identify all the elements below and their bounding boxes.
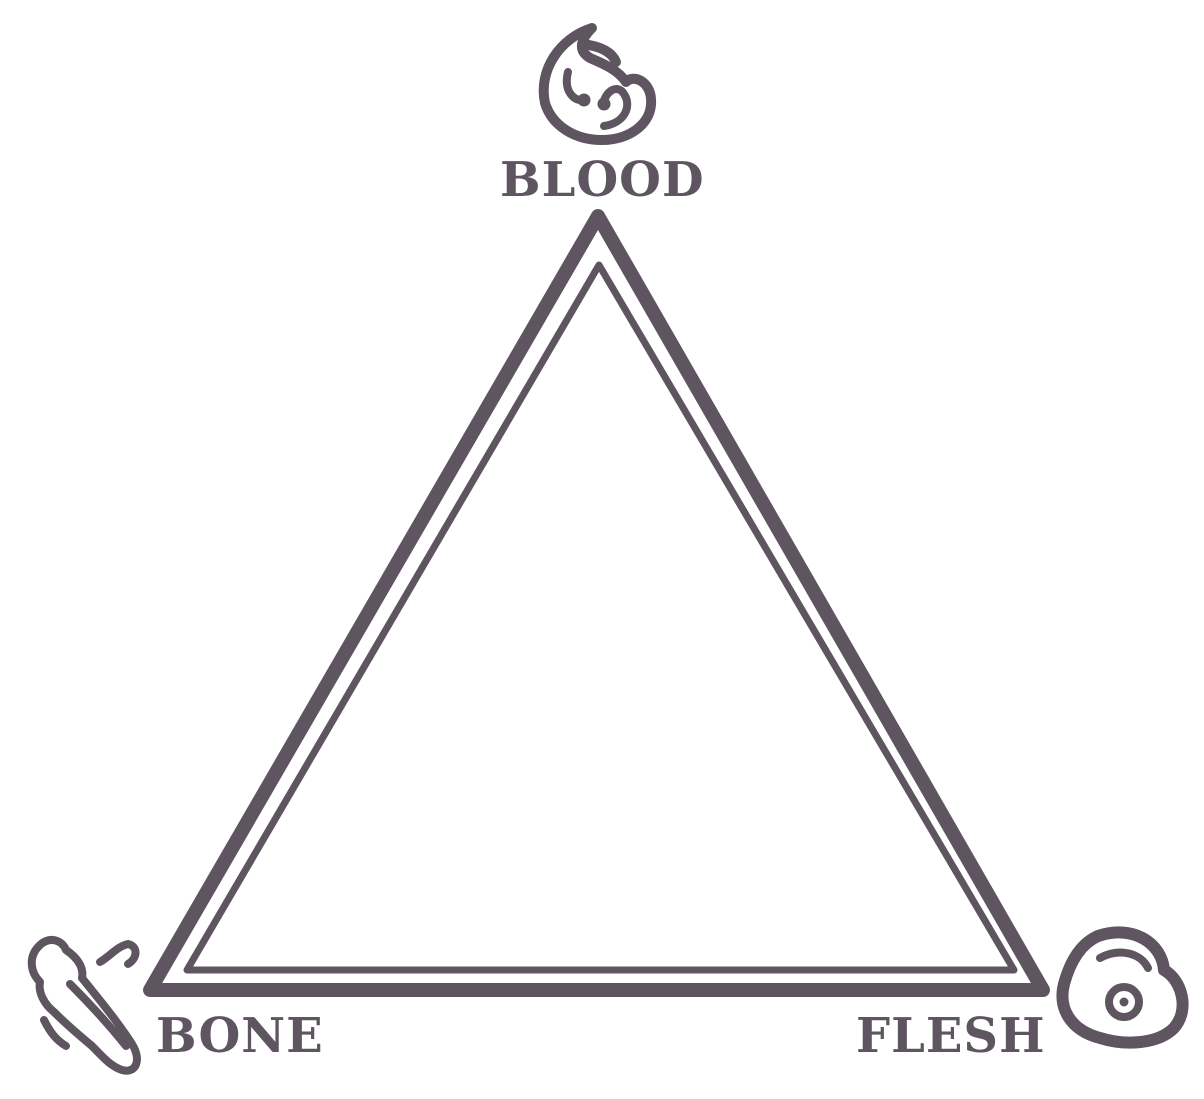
flesh-meat-icon bbox=[1056, 926, 1189, 1049]
bone-icon bbox=[27, 936, 141, 1075]
inner-triangle bbox=[183, 261, 1018, 974]
blood-label: BLOOD bbox=[500, 152, 705, 208]
outer-triangle bbox=[143, 209, 1050, 997]
blood-drop-icon bbox=[538, 23, 657, 145]
flesh-label: FLESH bbox=[856, 1008, 1046, 1064]
bone-label: BONE bbox=[156, 1008, 324, 1064]
